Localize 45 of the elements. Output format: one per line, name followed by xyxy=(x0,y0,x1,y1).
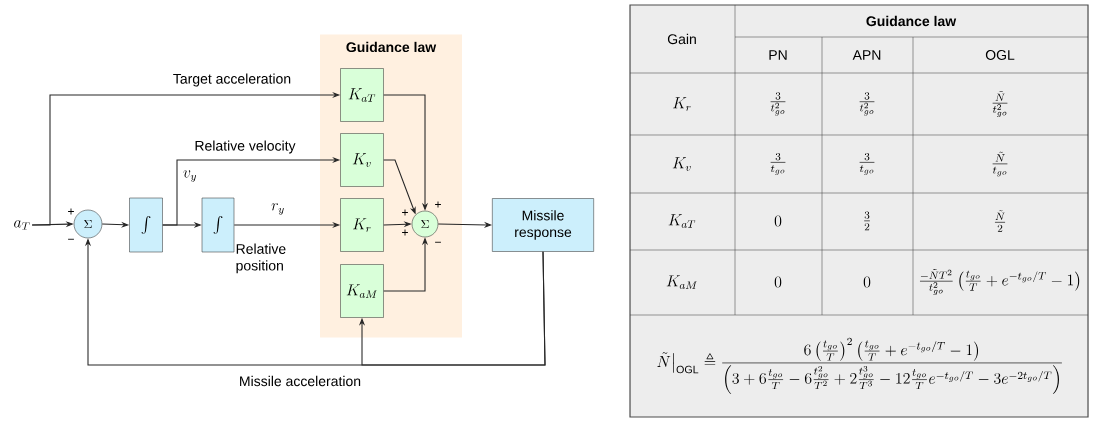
integrator-block: $\int$ xyxy=(201,197,235,253)
gain-formula: $0$ xyxy=(863,276,871,288)
sign-label: + xyxy=(68,208,74,215)
gain-formula: $\frac{\tilde{N}}{t_{go}^2}$ xyxy=(992,91,1008,117)
gain-block: $K_r$ xyxy=(340,198,384,252)
gain-block: $K_{aM}$ xyxy=(340,264,384,318)
summing-junction: $\Sigma$ xyxy=(411,210,439,238)
sign-label: + xyxy=(402,209,408,216)
gain-formula: $\frac{3}{2}$ xyxy=(864,211,870,231)
gain-block: $K_v$ xyxy=(340,133,384,187)
gain-symbol: $K_{aM}$ xyxy=(666,275,697,289)
response-block: Missile response xyxy=(492,198,594,252)
gain-formula: $\frac{3}{t_{go}^2}$ xyxy=(859,92,875,116)
gain-formula: $\frac{3}{t_{go}}$ xyxy=(859,153,875,175)
gain-formula: $\frac{-\tilde{N}T^2}{t_{go}^2}\left(\frac{t_{go}}{T}+e^{-t_{go}/T}-1\right)$ xyxy=(919,269,1080,295)
gain-symbol: $K_{aT}$ xyxy=(668,214,696,228)
arrow xyxy=(358,251,546,366)
sign-label: + xyxy=(402,229,408,236)
ogl-formula: $\tilde{N}\big|_{\mathrm{OGL}} \triangleq \frac{6\left(\frac{t_{go}}{T}\right)^2\left(\frac{t_{go}}{T}+e^{-t_{go}/T}-1\right)}{\left(3+6\frac{t_{go}}{T}-6\frac{t_{go}^2}{T^2}+2\frac{t_{go}^3}{T^3}-12\frac{t_{go}}{T}e^{-t_{go}/T}-3e^{-2t_{go}/T}\right)}$ xyxy=(657,337,1062,394)
summing-junction: $\Sigma$ xyxy=(73,209,103,239)
gain-symbol: $K_r$ xyxy=(673,97,691,111)
gain-symbol: $K_v$ xyxy=(672,157,691,171)
sign-label: + xyxy=(435,201,441,208)
edge-label: Missile acceleration xyxy=(240,375,361,387)
gain-formula: $0$ xyxy=(774,276,782,288)
header-text: Guidance law xyxy=(866,15,957,27)
header-text: APN xyxy=(852,50,881,60)
header-text: PN xyxy=(769,50,787,60)
edge-label: Relative velocity xyxy=(195,140,296,154)
gain-formula: $\frac{3}{t_{go}}$ xyxy=(770,153,786,175)
gain-formula: $\frac{3}{t_{go}^2}$ xyxy=(770,92,786,116)
edge-label: Relative position xyxy=(236,243,286,274)
gain-formula: $\frac{\tilde{N}}{t_{go}}$ xyxy=(992,151,1008,177)
header-text: Gain xyxy=(667,33,696,45)
variable-label: $v_y$ xyxy=(183,170,197,182)
gain-block: $K_{aT}$ xyxy=(340,68,384,122)
sign-label: − xyxy=(435,241,441,243)
integrator-block: $\int$ xyxy=(129,197,163,253)
gain-formula: $\frac{\tilde{N}}{2}$ xyxy=(994,210,1006,232)
variable-label: $r_y$ xyxy=(271,203,284,215)
header-text: OGL xyxy=(985,50,1015,60)
edge-label: Target acceleration xyxy=(173,73,291,87)
gain-formula: $0$ xyxy=(774,215,782,227)
bare-text: $a_T$ xyxy=(14,220,30,230)
sign-label: − xyxy=(68,238,74,240)
